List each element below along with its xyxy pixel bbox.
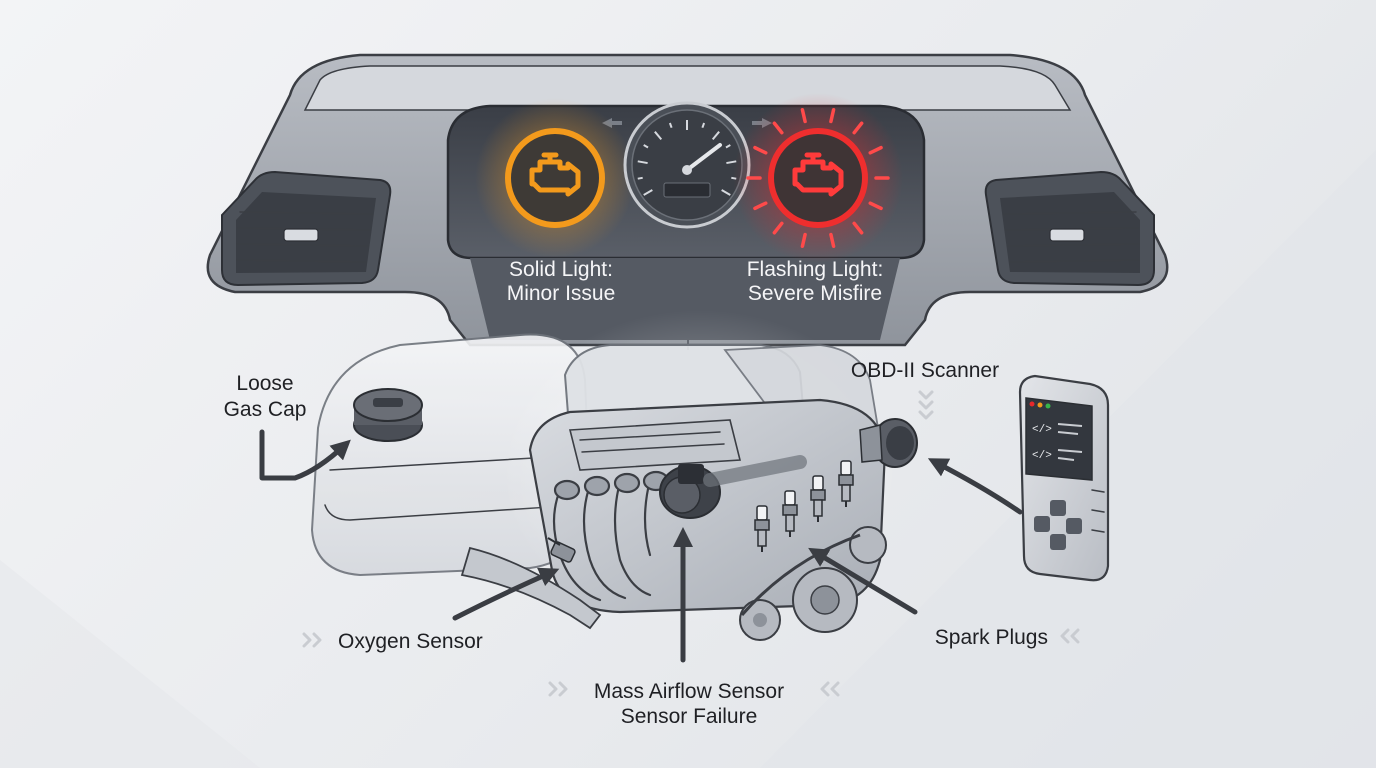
obd-scanner-arrow [935, 462, 1020, 512]
chevron-down-icon [920, 402, 932, 408]
oxygen-sensor-label: Oxygen Sensor [338, 630, 483, 653]
solid-check-engine-light [475, 98, 635, 258]
flashing-light-title: Flashing Light: [747, 258, 884, 281]
scanner-left-button [1034, 516, 1050, 532]
scanner-screen-code: </> [1032, 424, 1052, 436]
chevron-down-icon [920, 412, 932, 418]
left-air-vent [222, 172, 390, 285]
obd-scanner-label: OBD-II Scanner [851, 359, 999, 382]
gas-cap-icon [354, 389, 422, 441]
scanner-screen [1026, 398, 1092, 480]
gas-cap-label-line1: Loose [236, 372, 293, 395]
scanner-up-button [1050, 500, 1066, 516]
gas-cap-label-line2: Gas Cap [224, 398, 307, 421]
chevron-down-icon [920, 392, 932, 398]
right-air-vent [986, 172, 1154, 285]
mass-airflow-left-chevrons-icon [550, 683, 566, 695]
solid-light-meaning: Minor Issue [507, 282, 616, 305]
mass-airflow-label-line2: Sensor Failure [621, 705, 758, 728]
scanner-down-button [1050, 534, 1066, 550]
flashing-light-meaning: Severe Misfire [748, 282, 882, 305]
oxygen-sensor-chevrons-icon [304, 634, 320, 646]
scanner-screen-code: </> [1032, 450, 1052, 462]
speedometer-gauge [625, 103, 749, 227]
background-band [0, 560, 260, 768]
spark-plugs-label: Spark Plugs [935, 626, 1048, 649]
obd-ii-scanner-device: </> </> [1020, 376, 1108, 580]
scanner-right-button [1066, 518, 1082, 534]
solid-light-title: Solid Light: [509, 258, 613, 281]
mass-airflow-right-chevrons-icon [822, 683, 838, 695]
speedometer-tick [638, 178, 643, 179]
mass-airflow-label-line1: Mass Airflow Sensor [594, 680, 784, 703]
flashing-check-engine-light [733, 93, 903, 263]
